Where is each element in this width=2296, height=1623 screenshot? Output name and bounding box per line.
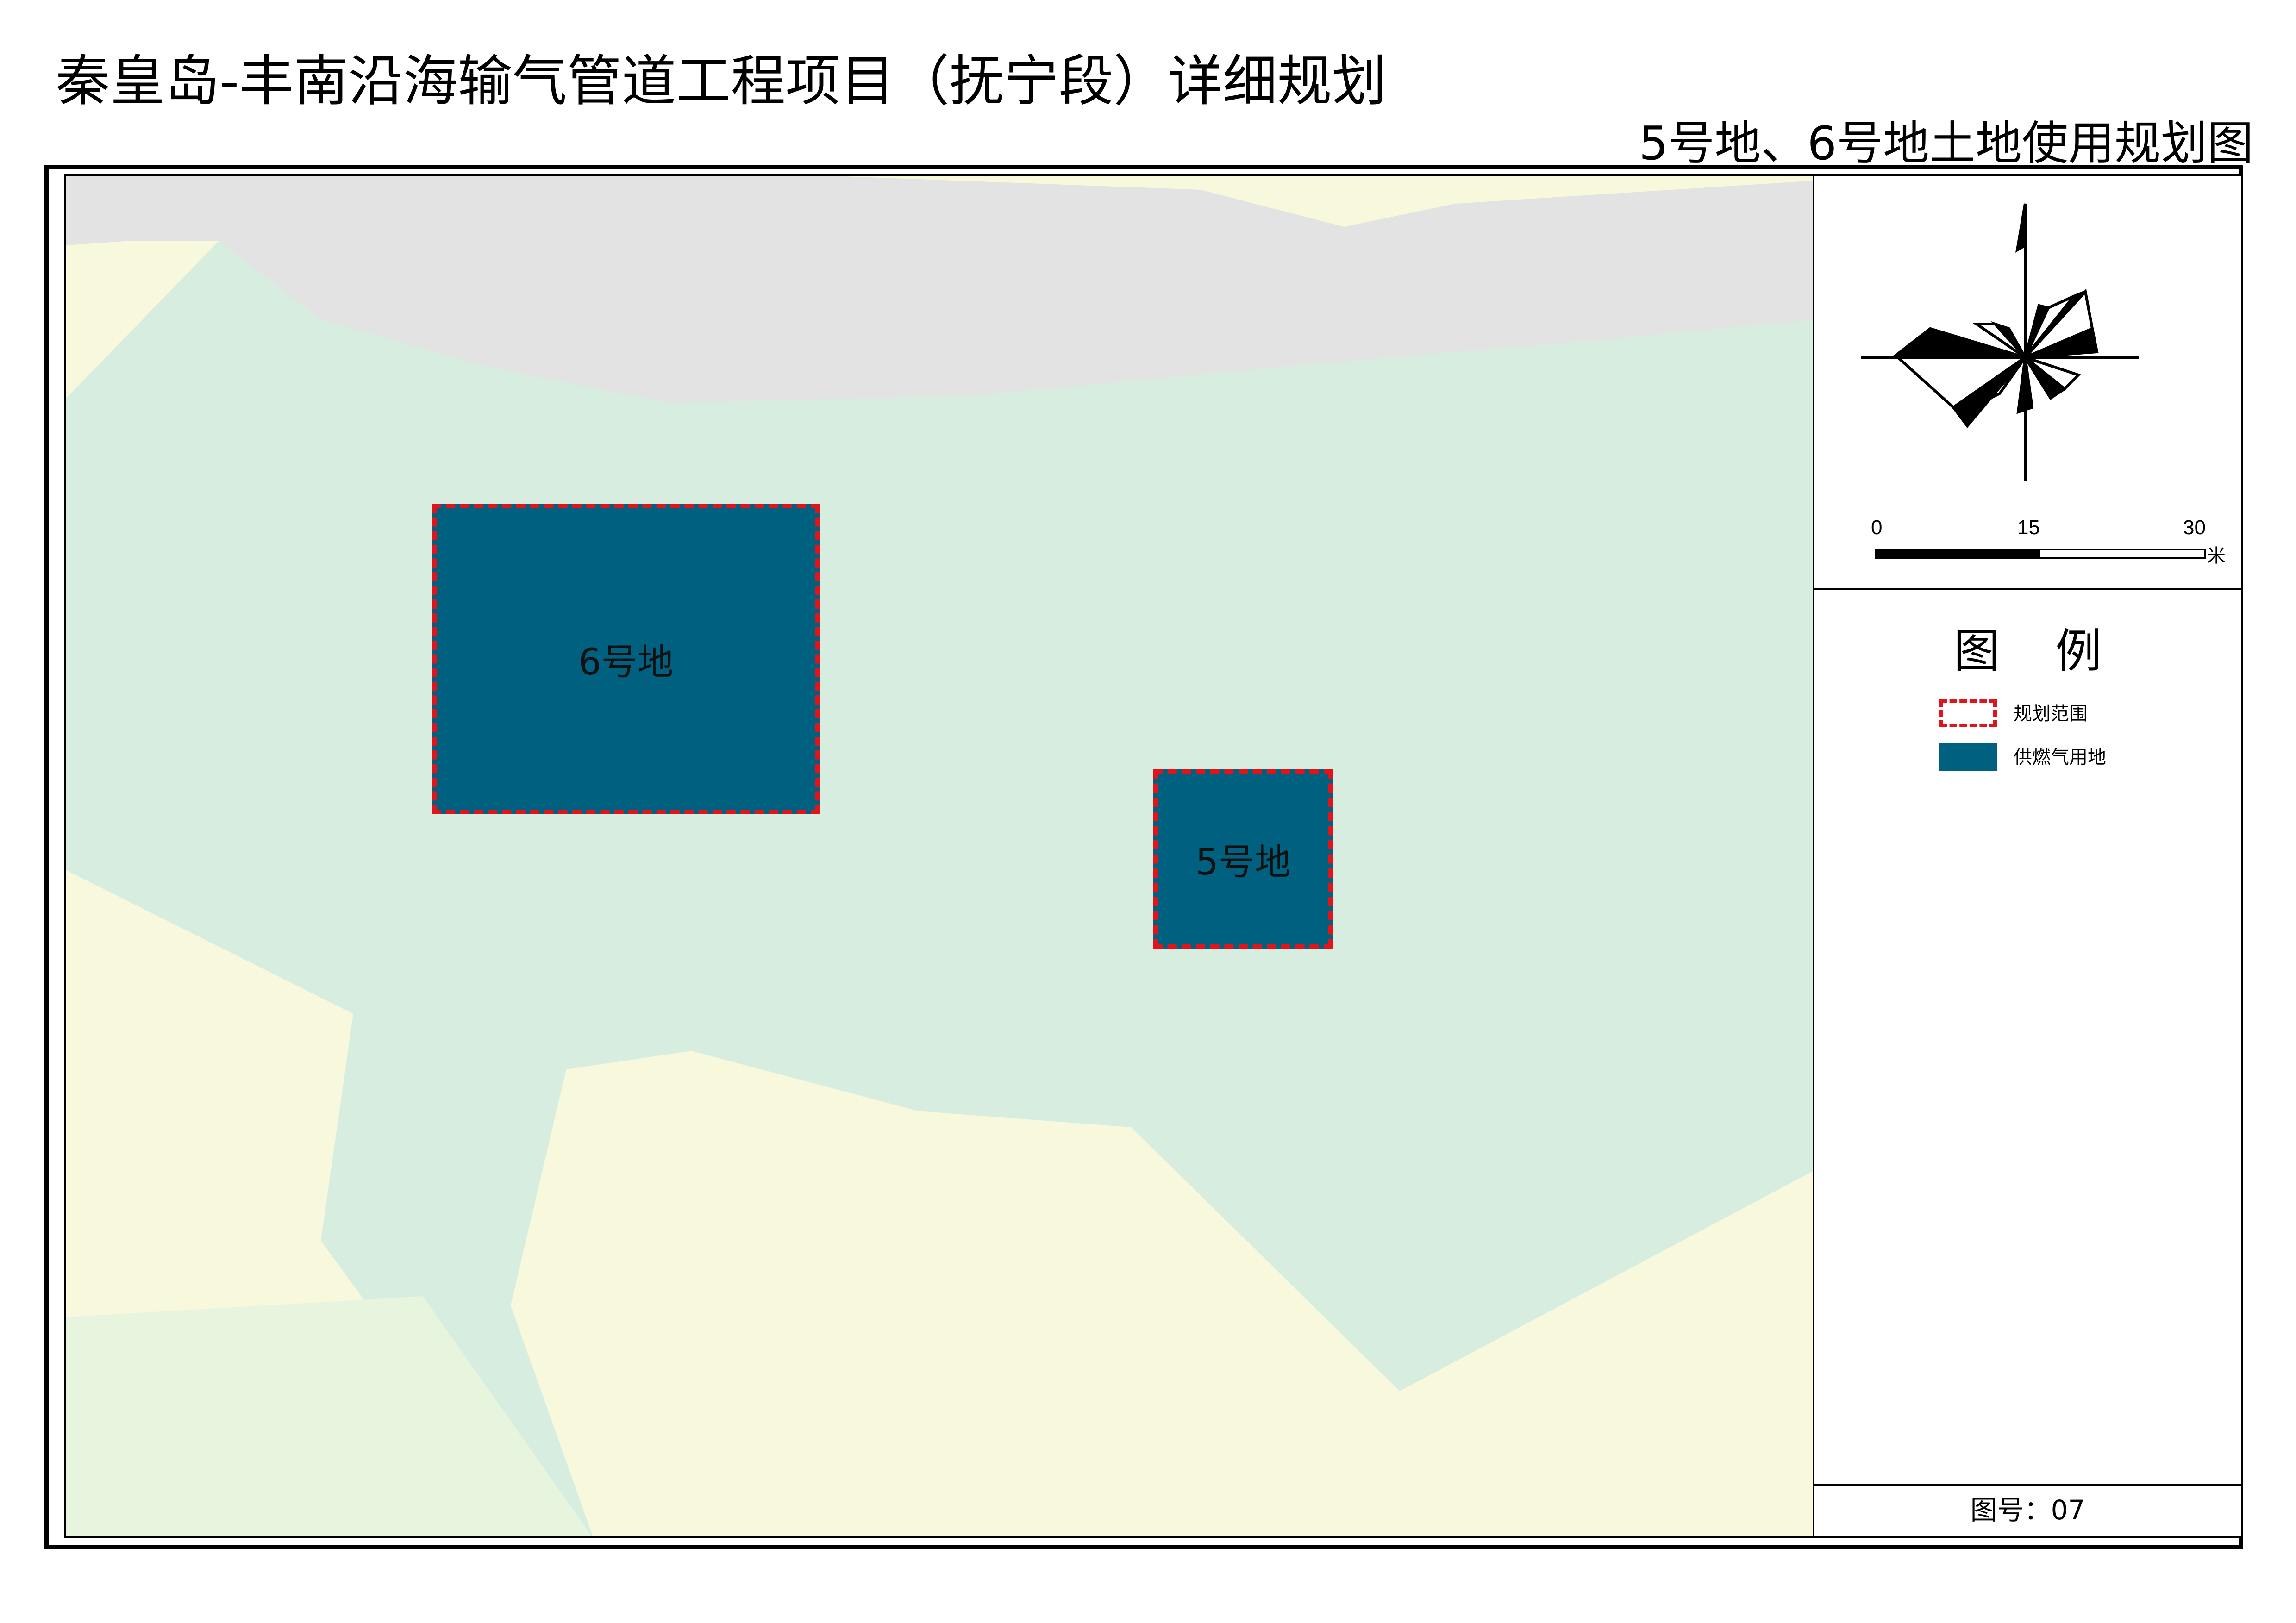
side-panel: 0 15 30 米 图例 规划范围 供燃气用地 图号：07	[1814, 174, 2243, 1538]
wind-rose-north-arrow-icon	[1861, 203, 2139, 481]
road-band	[66, 176, 1813, 403]
parcel-6-label: 6号地	[578, 641, 674, 683]
map-area[interactable]: 6号地 5号地	[64, 174, 1814, 1538]
garden-patch-bottom-left	[66, 1296, 592, 1536]
cultivated-patch-bottom	[511, 1051, 1813, 1536]
legend-title: 图例	[1953, 624, 2158, 678]
legend-swatch-plan-boundary	[1939, 699, 1997, 727]
figure-number: 图号：07	[1970, 1494, 2085, 1526]
scale-bar	[1875, 549, 2206, 559]
land-use-base-map	[66, 176, 1813, 1536]
legend-label-gas-supply-land: 供燃气用地	[2014, 747, 2106, 768]
map-title: 秦皇岛-丰南沿海输气管道工程项目（抚宁段）详细规划	[56, 49, 1387, 113]
scale-tick-15: 15	[2017, 516, 2040, 539]
scale-bar-filled-segment	[1877, 550, 2040, 557]
parcel-6[interactable]: 6号地	[432, 504, 820, 814]
cultivated-patch-top	[830, 176, 1813, 227]
cultivated-patch-left-top	[66, 241, 219, 398]
map-subtitle: 5号地、6号地土地使用规划图	[1639, 116, 2253, 170]
parcel-5[interactable]: 5号地	[1153, 769, 1333, 949]
north-arrow-panel: 0 15 30 米	[1814, 176, 2241, 590]
legend-swatch-gas-supply-land	[1939, 743, 1997, 771]
legend-panel: 图例 规划范围 供燃气用地	[1814, 590, 2241, 1486]
scale-tick-0: 0	[1871, 516, 1883, 539]
legend-label-plan-boundary: 规划范围	[2014, 703, 2088, 724]
parcel-5-label: 5号地	[1195, 841, 1291, 883]
scale-unit: 米	[2207, 545, 2226, 567]
scale-tick-30: 30	[2183, 516, 2206, 539]
